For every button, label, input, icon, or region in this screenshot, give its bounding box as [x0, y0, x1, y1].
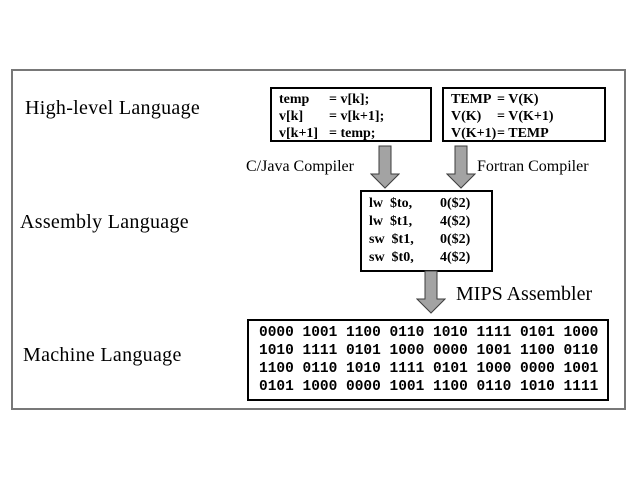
code-line: v[k]= v[k+1];	[279, 109, 385, 124]
binary-line: 0101 1000 0000 1001 1100 0110 1010 1111	[259, 379, 599, 395]
code-line: lw $t1,4($2)	[369, 214, 471, 229]
fortran-code-box: TEMP= V(K) V(K)= V(K+1) V(K+1)= TEMP	[442, 87, 606, 142]
code-line: v[k+1]= temp;	[279, 126, 376, 141]
code-line: V(K)= V(K+1)	[451, 109, 554, 124]
code-line: V(K+1)= TEMP	[451, 126, 549, 141]
down-arrow-icon	[370, 145, 400, 189]
assembly-language-label: Assembly Language	[20, 211, 189, 233]
down-arrow-icon	[416, 270, 446, 314]
c-java-code-box: temp= v[k]; v[k]= v[k+1]; v[k+1]= temp;	[270, 87, 432, 142]
mips-assembler-label: MIPS Assembler	[456, 283, 593, 305]
fortran-compiler-label: Fortran Compiler	[477, 158, 589, 175]
code-line: sw $t1,0($2)	[369, 232, 471, 247]
code-line: lw $to,0($2)	[369, 196, 471, 211]
binary-line: 0000 1001 1100 0110 1010 1111 0101 1000	[259, 325, 599, 341]
high-level-language-label: High-level Language	[25, 97, 201, 119]
assembly-code-box: lw $to,0($2) lw $t1,4($2) sw $t1,0($2) s…	[360, 190, 493, 272]
binary-line: 1100 0110 1010 1111 0101 1000 0000 1001	[259, 361, 599, 377]
arrow-shape	[446, 145, 476, 189]
arrow-shape	[416, 270, 446, 314]
machine-code-box: 0000 1001 1100 0110 1010 1111 0101 1000 …	[247, 319, 609, 401]
binary-line: 1010 1111 0101 1000 0000 1001 1100 0110	[259, 343, 599, 359]
code-line: TEMP= V(K)	[451, 92, 539, 107]
machine-language-label: Machine Language	[23, 344, 182, 366]
code-line: sw $t0,4($2)	[369, 250, 471, 265]
c-java-compiler-label: C/Java Compiler	[246, 158, 354, 175]
arrow-shape	[370, 145, 400, 189]
code-line: temp= v[k];	[279, 92, 370, 107]
down-arrow-icon	[446, 145, 476, 189]
